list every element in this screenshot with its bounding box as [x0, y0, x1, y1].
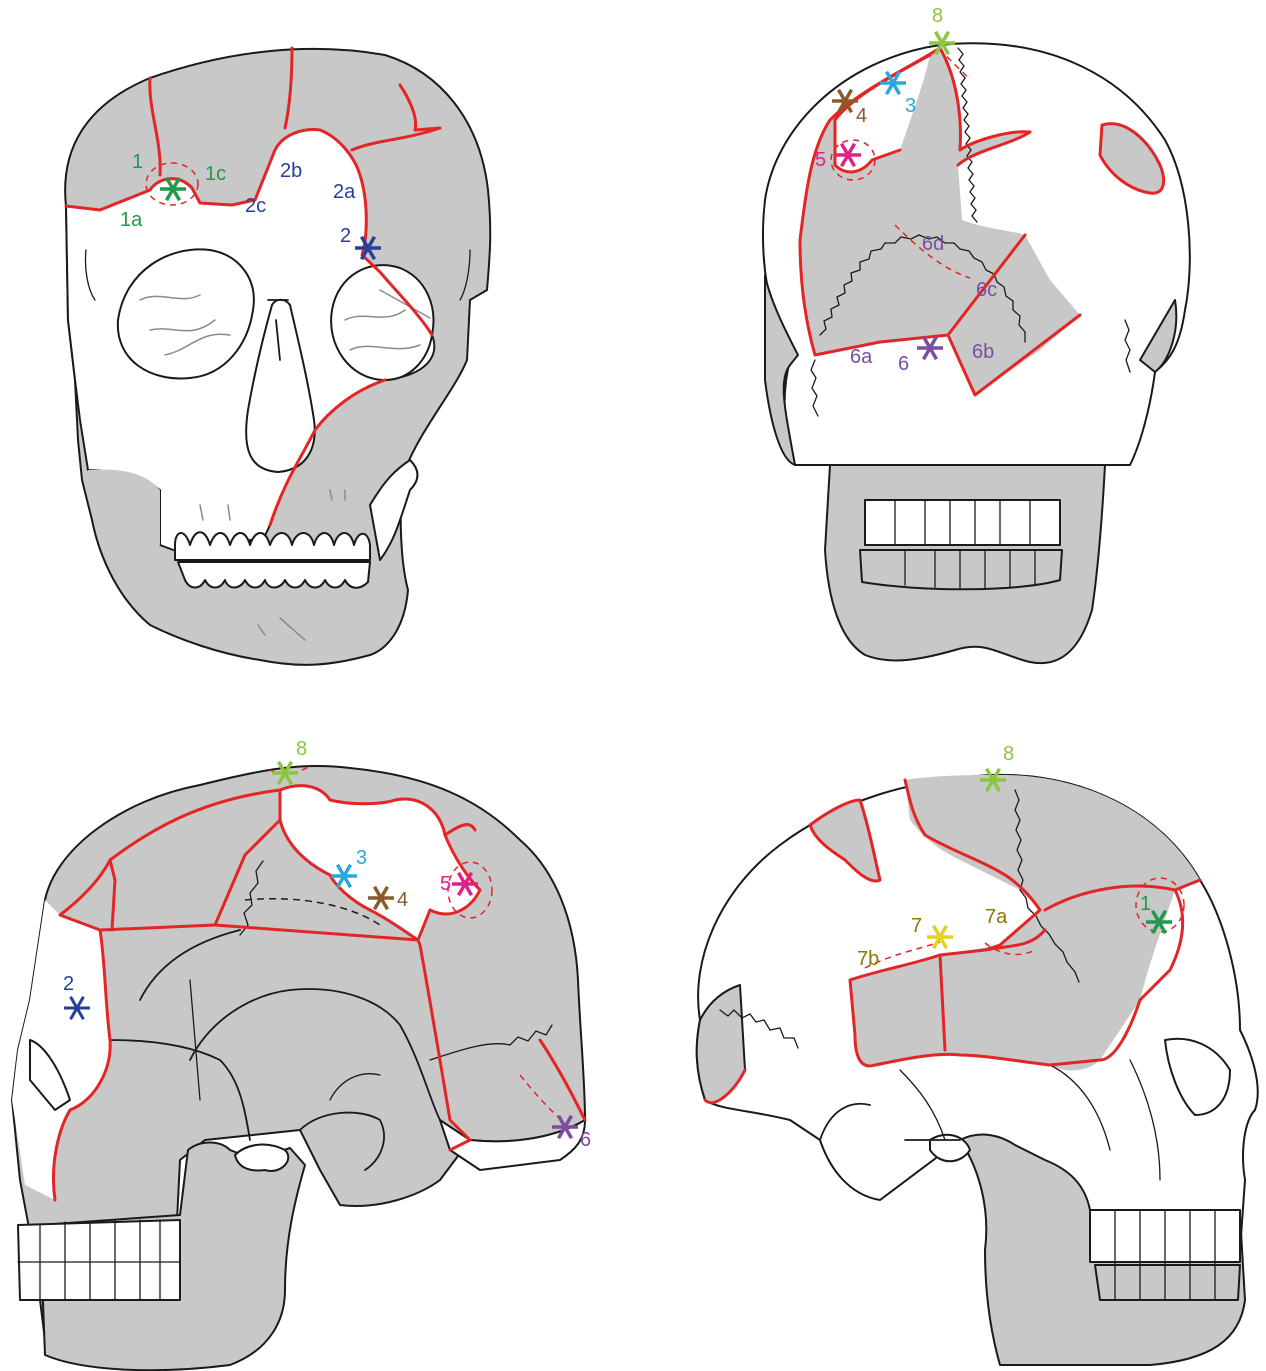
posterior-label-4: 4	[856, 105, 867, 127]
frontal-label-1a: 1a	[120, 209, 143, 231]
right-lateral-view: 8 1 7 7a 7b	[697, 743, 1258, 1365]
frontal-label-1: 1	[132, 151, 143, 173]
posterior-label-5: 5	[815, 149, 826, 171]
left-lateral-label-6: 6	[580, 1129, 591, 1151]
posterior-view: 8 3 4 5 6d 6c 6a 6 6b	[763, 5, 1190, 663]
left-lateral-view: 8 3 4 5 6 2	[12, 738, 591, 1370]
frontal-label-2: 2	[340, 225, 351, 247]
frontal-teeth	[175, 532, 370, 588]
right-lateral-label-7b: 7b	[857, 948, 879, 970]
frontal-view: 1 1a 1c 2b 2c 2a 2	[65, 48, 490, 665]
frontal-label-2a: 2a	[333, 181, 356, 203]
right-lateral-label-8: 8	[1003, 743, 1014, 765]
posterior-label-6a: 6a	[850, 346, 873, 368]
left-lateral-label-3: 3	[356, 847, 367, 869]
posterior-label-6c: 6c	[976, 279, 997, 301]
posterior-label-6d: 6d	[922, 233, 944, 255]
posterior-label-3: 3	[905, 95, 916, 117]
posterior-label-6b: 6b	[972, 341, 994, 363]
right-lateral-label-7a: 7a	[985, 906, 1008, 928]
left-lateral-label-2: 2	[63, 973, 74, 995]
left-lateral-label-8: 8	[296, 738, 307, 760]
right-lateral-label-7: 7	[911, 915, 922, 937]
frontal-label-1c: 1c	[205, 163, 226, 185]
right-lateral-label-1: 1	[1140, 893, 1151, 915]
posterior-label-8: 8	[932, 5, 943, 27]
frontal-left-orbit	[331, 265, 433, 380]
frontal-label-2c: 2c	[245, 195, 266, 217]
posterior-label-6: 6	[898, 353, 909, 375]
frontal-label-2b: 2b	[280, 160, 302, 182]
left-lateral-label-4: 4	[397, 889, 408, 911]
left-lateral-label-5: 5	[440, 873, 451, 895]
